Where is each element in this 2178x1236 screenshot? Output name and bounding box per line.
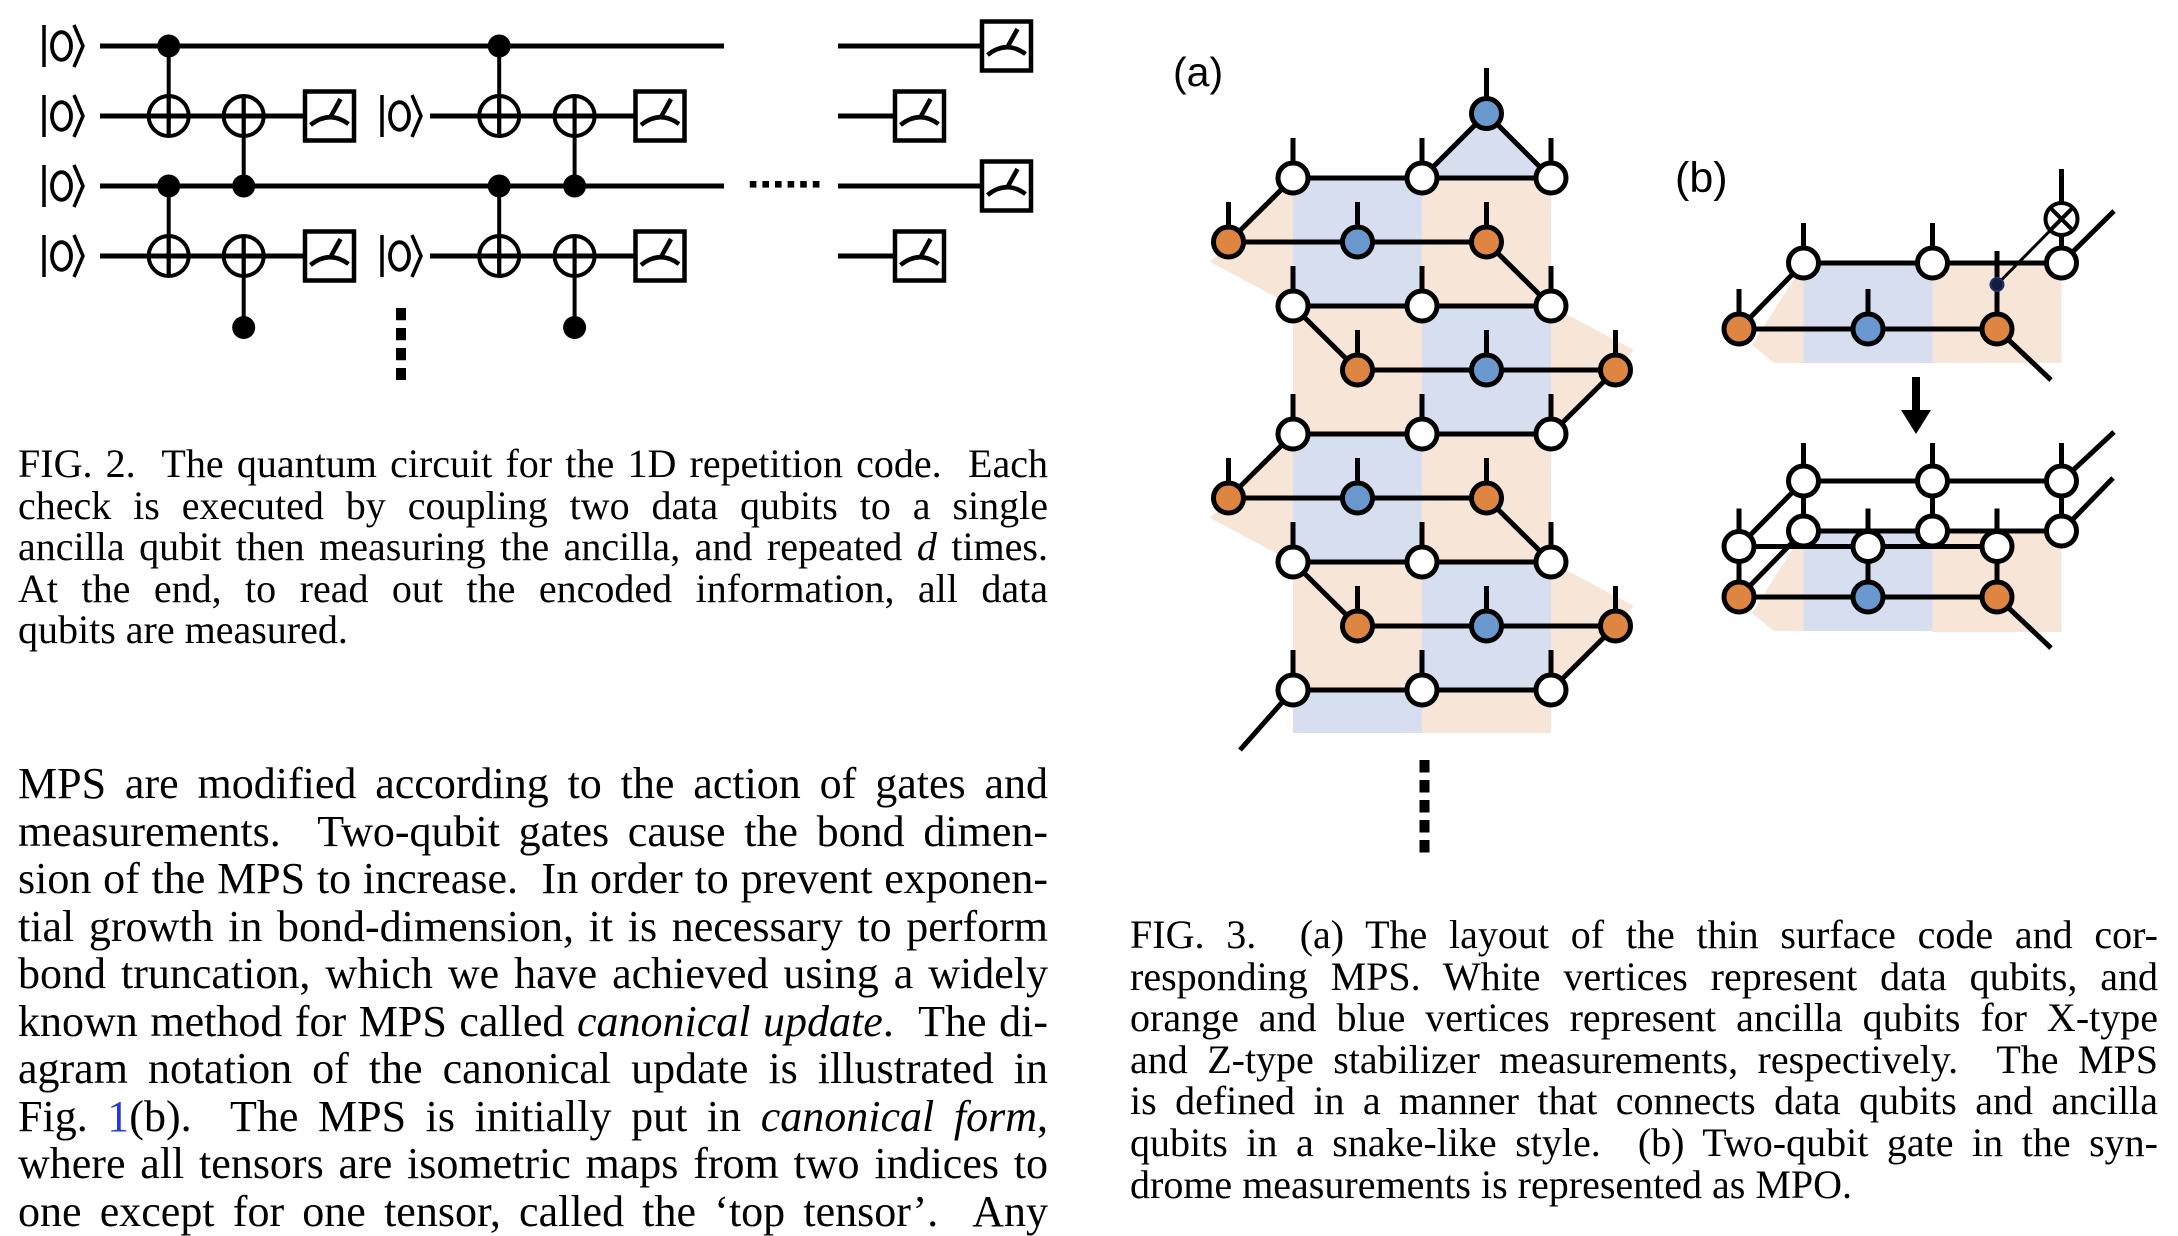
svg-text:(b): (b) [1675,154,1728,202]
svg-text:(a): (a) [1173,49,1223,95]
